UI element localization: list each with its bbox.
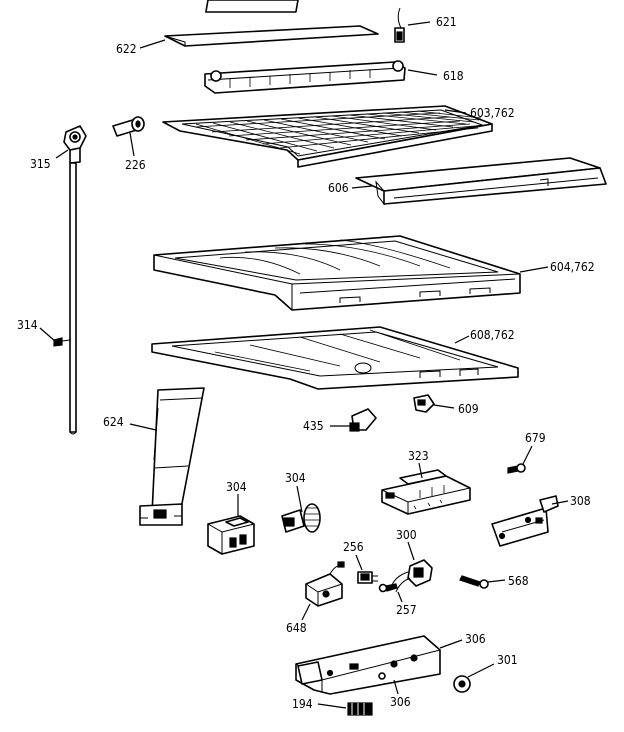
leader-257 [397,591,403,603]
leader-315 [55,149,69,159]
part-603-grid-shelf [162,105,493,168]
part-608-lower-pan [151,326,519,390]
callout-301: 301 [497,653,518,667]
part-194-block [347,702,373,716]
leader-603 [444,109,467,114]
callout-300: 300 [396,528,417,542]
leader-624 [129,423,157,431]
leader-226 [129,132,135,157]
leader-604 [519,266,549,273]
leader-304b [296,485,303,513]
callout-315: 315 [30,157,51,171]
leader-618 [407,69,438,76]
leader-609 [433,404,455,409]
leader-256 [355,554,363,571]
callout-435: 435 [303,419,324,433]
part-622-cover [164,0,379,47]
leader-606 [351,185,373,189]
callout-606: 606 [328,181,349,195]
part-624-panel [139,387,205,526]
callout-306a: 306 [465,632,486,646]
leader-194 [317,703,347,709]
part-304-knob [281,503,321,533]
leader-568 [487,579,506,583]
leader-301 [467,663,495,678]
leader-679 [522,445,533,465]
callout-604: 604,762 [550,260,595,274]
leader-622 [139,39,166,49]
callout-622: 622 [116,42,137,56]
callout-306b: 306 [390,695,411,709]
callout-608: 608,762 [470,328,515,342]
callout-618: 618 [443,69,464,83]
part-315-fitting [63,125,87,164]
part-300-switch [391,559,433,593]
part-308-bracket [491,495,559,547]
part-568-screw [459,575,489,589]
callout-304a: 304 [226,480,247,494]
callout-624: 624 [103,415,124,429]
callout-323: 323 [408,449,429,463]
leader-621 [407,21,431,26]
part-301-knob [453,675,471,693]
leader-323 [418,462,423,479]
callout-679: 679 [525,431,546,445]
part-618-bracket [204,60,406,94]
part-435-clip [349,408,377,432]
callout-603: 603,762 [470,106,515,120]
callout-257: 257 [396,603,417,617]
part-257-screw [378,583,398,593]
callout-314: 314 [17,318,38,332]
part-604-pan [153,235,521,311]
leader-300 [407,541,415,561]
part-609-clip [413,394,435,413]
part-256-terminal [357,571,378,584]
part-314-rod [53,162,77,435]
part-606-cover-strip [355,157,607,206]
leader-608 [454,335,470,344]
callout-609: 609 [458,402,479,416]
leader-306b [393,679,399,695]
part-621-connector [394,7,405,43]
callout-568: 568 [508,574,529,588]
part-679-screw [507,463,526,474]
part-648-motor [305,561,345,607]
part-304-switch-block [207,515,255,555]
callout-308: 308 [570,494,591,508]
callout-648: 648 [286,621,307,635]
callout-226: 226 [125,158,146,172]
callout-304b: 304 [285,471,306,485]
leader-306a [439,639,463,649]
leader-314 [39,327,57,343]
callout-194: 194 [292,697,313,711]
callout-621: 621 [436,15,457,29]
callout-256: 256 [343,540,364,554]
leader-648 [301,603,311,621]
part-226-pin [112,116,145,137]
part-323-housing [381,469,471,515]
part-306-base-bracket [295,635,441,695]
leader-308 [551,500,569,505]
